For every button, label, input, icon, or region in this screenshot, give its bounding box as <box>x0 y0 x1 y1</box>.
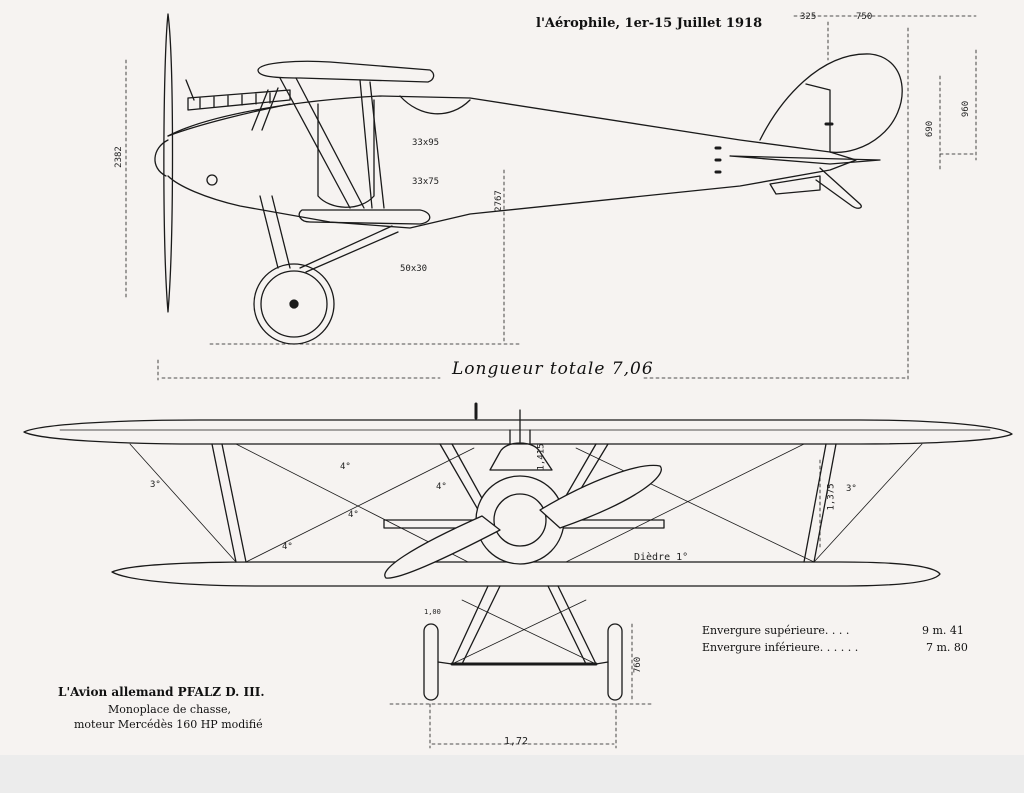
front-view-dimensions <box>389 459 821 749</box>
angle-label-4: 4° <box>282 542 293 552</box>
dim-1415: 1,415 <box>536 443 547 471</box>
angle-label-6: 3° <box>846 484 857 494</box>
front-view <box>23 402 1013 701</box>
dim-325: 325 <box>800 12 817 22</box>
dim-2382: 2382 <box>113 146 124 168</box>
angle-label-3: 4° <box>348 510 359 520</box>
angle-label-5: 3° <box>150 480 161 490</box>
scan-border <box>0 755 1024 793</box>
dim-strut-1: 33x95 <box>412 138 440 148</box>
spec-lower-span-value: 7 m. 80 <box>926 641 968 654</box>
dihedral-label: Dièdre 1° <box>634 552 689 563</box>
dim-1375: 1,375 <box>826 483 837 511</box>
journal-header: l'Aérophile, 1er-15 Juillet 1918 <box>536 16 763 31</box>
dim-960: 960 <box>961 100 972 118</box>
dim-750: 750 <box>856 12 873 22</box>
spec-lower-span-label: Envergure inférieure. . . . . . <box>702 641 859 654</box>
caption-line-2: moteur Mercédès 160 HP modifié <box>74 718 263 731</box>
caption-line-1: Monoplace de chasse, <box>108 703 232 716</box>
dim-axle: 50x30 <box>400 264 428 274</box>
dim-strut-2: 33x75 <box>412 177 440 187</box>
angle-label-2: 4° <box>436 482 447 492</box>
dim-2767: 2767 <box>493 190 504 212</box>
side-view-dimensions <box>125 15 977 381</box>
spec-upper-span-label: Envergure supérieure. . . . <box>702 624 850 637</box>
dim-track: 1,72 <box>504 736 529 747</box>
spec-upper-span-value: 9 m. 41 <box>922 624 964 637</box>
dim-small: 1,00 <box>424 608 441 616</box>
blueprint-sheet: l'Aérophile, 1er-15 Juillet 1918 325 750… <box>23 12 1013 749</box>
angle-label-1: 4° <box>340 462 351 472</box>
dim-690: 690 <box>925 120 936 138</box>
aircraft-drawing <box>23 13 1013 749</box>
dim-760: 760 <box>633 656 644 674</box>
side-view <box>154 13 903 345</box>
total-length-label: Longueur totale 7,06 <box>452 359 654 379</box>
caption-title: L'Avion allemand PFALZ D. III. <box>58 685 265 699</box>
